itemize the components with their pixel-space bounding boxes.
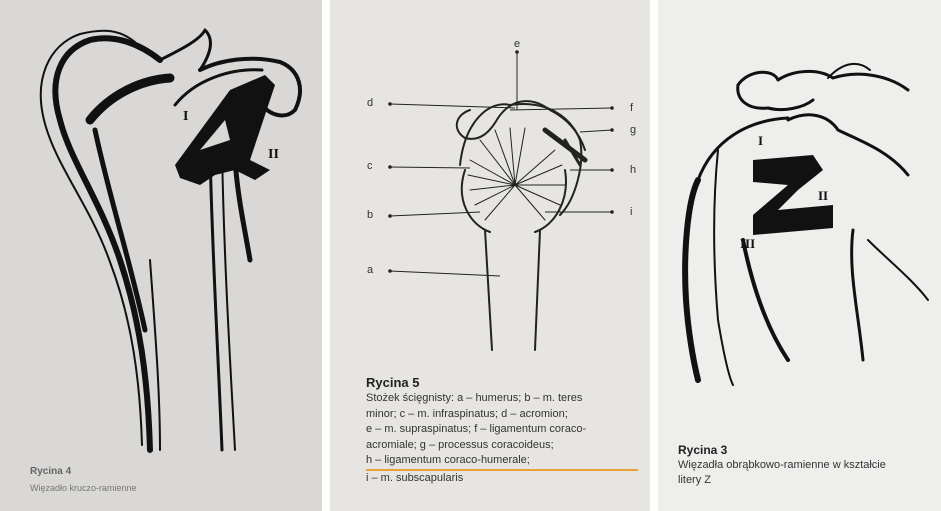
label-e: e (514, 38, 520, 50)
caption-line: Stożek ścięgnisty: a – humerus; b – m. t… (366, 391, 638, 407)
figure-left-panel: I II Rycina 4 Więzadło kruczo-ramienne (0, 0, 322, 511)
caption-line: Więzadła obrąbkowo-ramienne w kształcie (678, 458, 928, 473)
label-d: d (367, 97, 373, 109)
caption-line: e – m. supraspinatus; f – ligamentum cor… (366, 422, 638, 438)
label-a: a (367, 264, 374, 276)
caption-line: minor; c – m. infraspinatus; d – acromio… (366, 407, 638, 423)
label-g: g (630, 124, 636, 136)
label-f: f (630, 102, 634, 114)
roman-label-I: I (758, 133, 763, 148)
coracohumeral-ligament-drawing: I II (0, 0, 322, 511)
caption-line: litery Z (678, 473, 928, 488)
figure-middle-title: Rycina 5 (366, 375, 419, 390)
label-h: h (630, 164, 636, 176)
label-b: b (367, 209, 373, 221)
figure-middle-panel: a b c d e f g h i Rycina 5 Stożek ścięgn… (330, 0, 650, 511)
figure-left-title: Rycina 4 (30, 466, 71, 477)
caption-line-highlighted: h – ligamentum coraco-humerale; (366, 453, 638, 471)
roman-label-III: III (740, 236, 755, 251)
figure-right-title: Rycina 3 (678, 443, 727, 457)
caption-line: i – m. subscapularis (366, 471, 638, 487)
roman-label-II: II (268, 147, 279, 162)
roman-label-II: II (818, 188, 828, 203)
rotator-cuff-drawing: a b c d e f g h i (330, 0, 650, 370)
figure-right-panel: I II III Rycina 3 Więzadła obrąbkowo-ram… (658, 0, 941, 511)
z-shaped-ligaments-drawing: I II III (658, 0, 941, 440)
figure-middle-caption: Stożek ścięgnisty: a – humerus; b – m. t… (366, 391, 638, 487)
caption-line: acromiale; g – processus coracoideus; (366, 438, 638, 454)
figure-left-caption: Więzadło kruczo-ramienne (30, 480, 137, 496)
figure-right-caption: Więzadła obrąbkowo-ramienne w kształcie … (678, 458, 928, 488)
label-c: c (367, 160, 373, 172)
label-i: i (630, 206, 632, 218)
roman-label-I: I (183, 109, 188, 124)
